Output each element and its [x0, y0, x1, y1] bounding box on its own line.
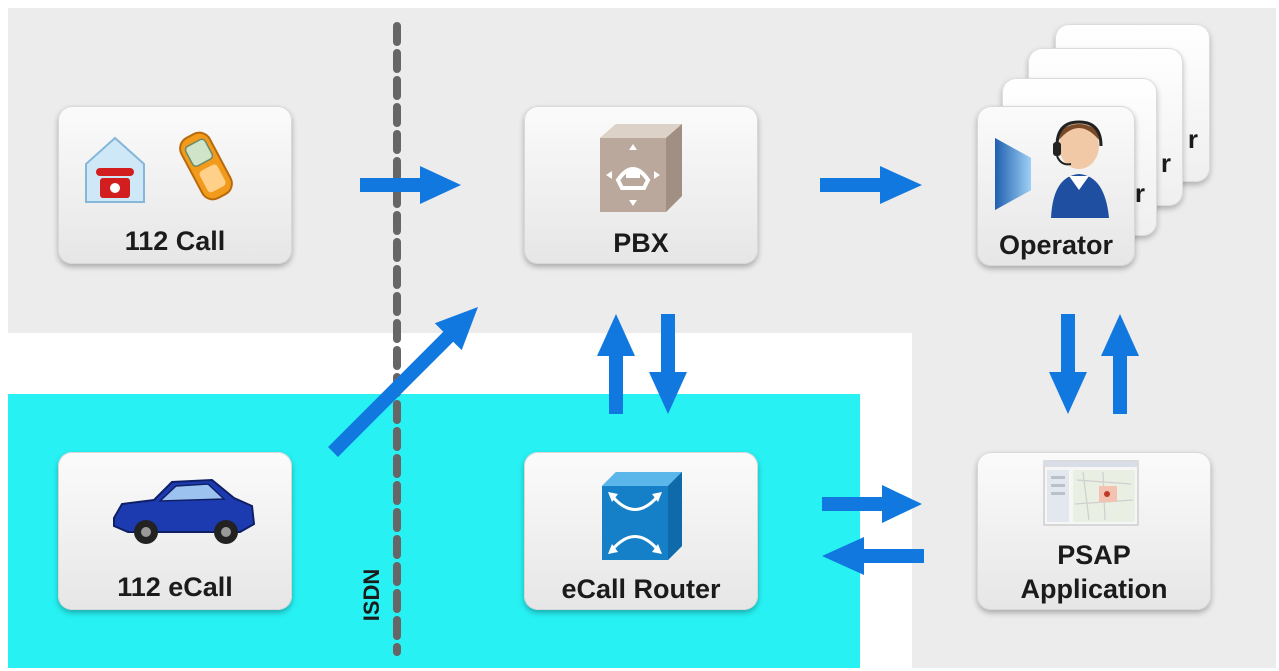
- arrow-psap-to-operator: [1101, 314, 1139, 414]
- node-label: eCall Router: [561, 574, 721, 604]
- arrow-psap-to-router: [822, 537, 924, 575]
- node-112-ecall[interactable]: 112 eCall: [58, 452, 292, 610]
- node-operator[interactable]: Operator: [977, 106, 1135, 266]
- node-label: 112 eCall: [117, 572, 233, 602]
- mobile-phone-icon: [179, 131, 233, 201]
- isdn-label: ISDN: [359, 568, 384, 622]
- arrow-router-to-pbx: [597, 314, 635, 414]
- pbx-switch-icon: [600, 124, 682, 212]
- arrow-pbx-to-router: [649, 314, 687, 414]
- arrow-112ecall-to-pbx: [328, 307, 478, 457]
- node-label: Application: [1020, 574, 1168, 604]
- car-icon: [113, 478, 256, 544]
- stack-letter: r: [1160, 148, 1171, 178]
- arrow-operator-to-psap: [1049, 314, 1087, 414]
- node-label: 112 Call: [124, 226, 226, 256]
- operator-headset-icon: [995, 120, 1109, 218]
- router-icon: [602, 472, 682, 560]
- stack-letter: r: [1134, 178, 1145, 208]
- node-psap-application[interactable]: PSAP Application: [977, 452, 1211, 610]
- node-ecall-router[interactable]: eCall Router: [524, 452, 758, 610]
- node-112-call[interactable]: 112 Call: [58, 106, 292, 264]
- node-label: PBX: [613, 228, 669, 258]
- arrow-112call-to-pbx: [360, 166, 461, 204]
- stack-letter: r: [1187, 124, 1198, 154]
- map-screen-icon: [1043, 460, 1139, 526]
- node-pbx[interactable]: PBX: [524, 106, 758, 264]
- node-label: Operator: [998, 230, 1114, 260]
- arrow-pbx-to-operator: [820, 166, 922, 204]
- home-phone-icon: [85, 136, 145, 203]
- node-label: PSAP: [1057, 540, 1131, 570]
- arrow-router-to-psap: [822, 485, 922, 523]
